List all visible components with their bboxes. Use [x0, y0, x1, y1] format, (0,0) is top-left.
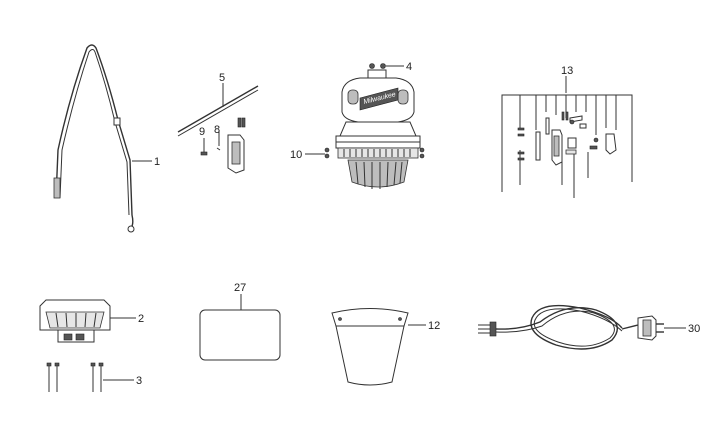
callout-27: 27	[234, 282, 246, 294]
part-30-power-cord: 30	[478, 304, 700, 350]
callout-10: 10	[290, 149, 302, 161]
part-27-label-plate: 27	[199, 282, 281, 361]
callout-2: 2	[138, 313, 144, 325]
callout-1: 1	[154, 156, 160, 168]
callout-3: 3	[136, 375, 142, 387]
part-2-light-module: 2	[39, 299, 144, 343]
callout-9: 9	[199, 126, 205, 138]
part-5-latch-bar-group: 5 9 8	[177, 72, 259, 174]
callout-12: 12	[428, 320, 440, 332]
callout-30: 30	[688, 323, 700, 335]
part-12-lens-cover: 12	[331, 308, 440, 386]
callout-5: 5	[219, 72, 225, 84]
callout-8: 8	[214, 124, 220, 136]
callout-13: 13	[561, 65, 573, 77]
part-13-hardware-kit: 13	[501, 65, 633, 198]
callout-4: 4	[406, 61, 412, 73]
part-3-screws: 3	[46, 362, 142, 392]
motor-housing-assembly: 4 Milwaukee	[290, 61, 425, 189]
part-1-wire-handle: 1	[53, 44, 160, 233]
